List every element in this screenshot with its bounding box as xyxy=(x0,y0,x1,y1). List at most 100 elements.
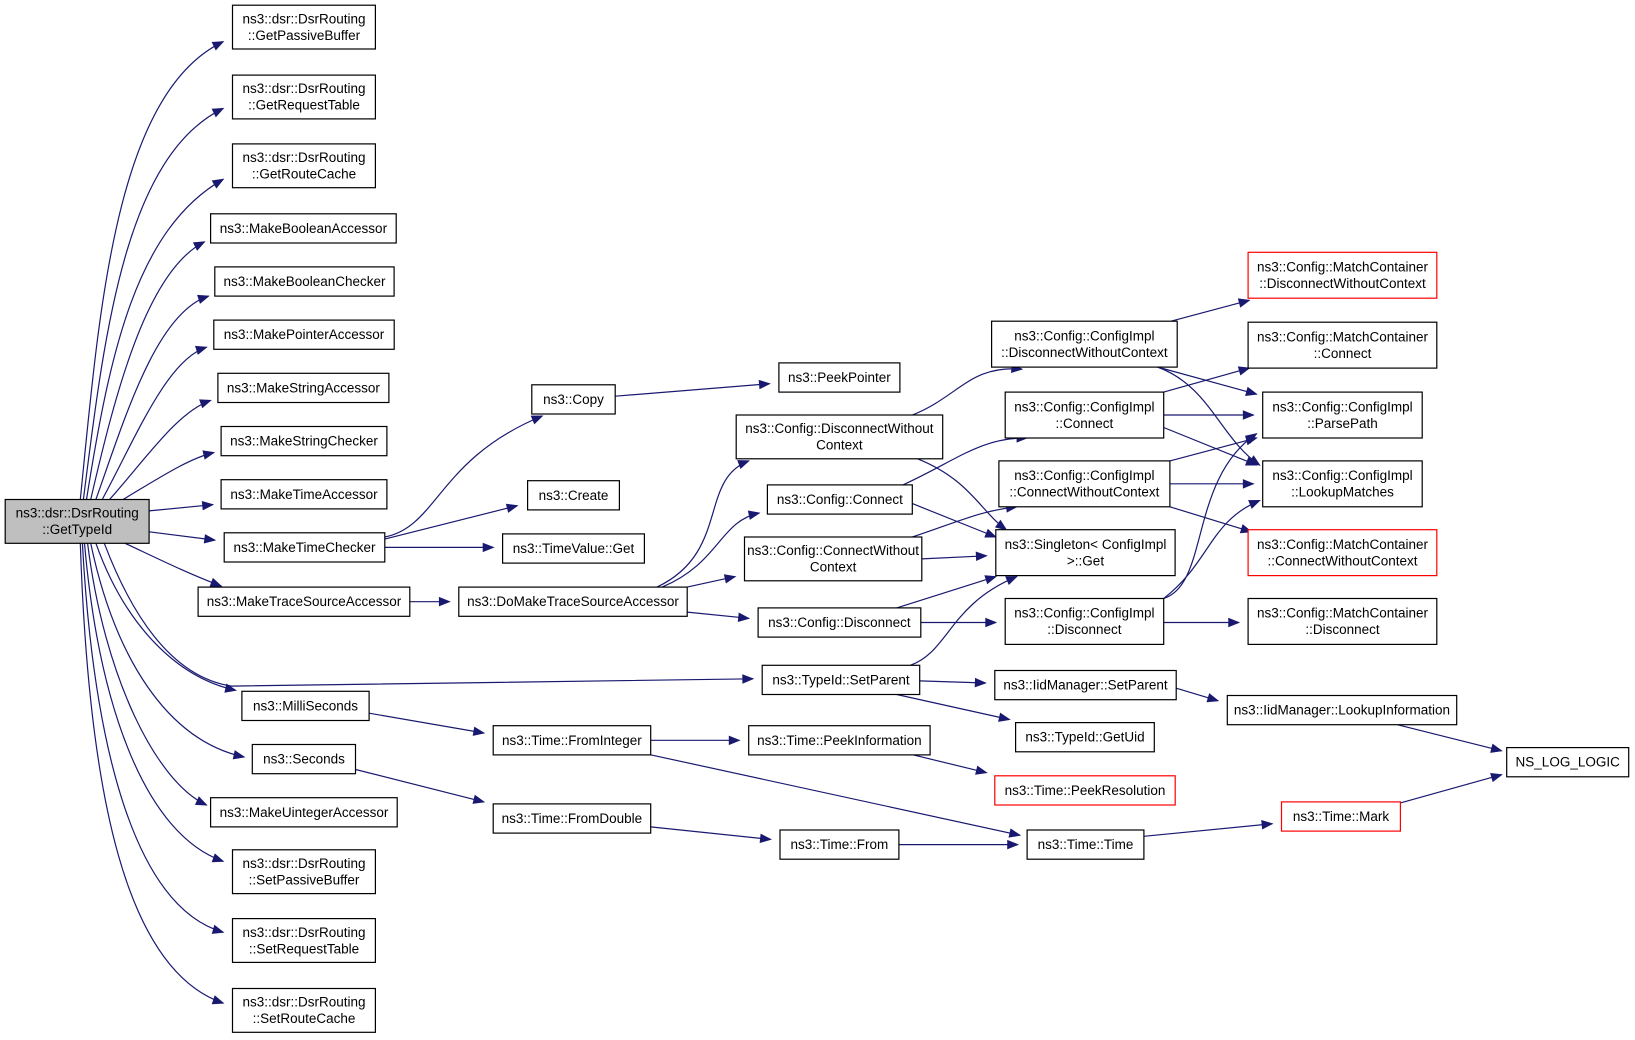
node-label: ns3::dsr::DsrRouting xyxy=(242,995,365,1010)
node-make-boolean-checker[interactable]: ns3::MakeBooleanChecker xyxy=(214,266,395,297)
arrowhead-tm-nslog xyxy=(1490,772,1503,783)
node-time-time[interactable]: ns3::Time::Time xyxy=(1026,829,1145,860)
node-type-id-set-parent[interactable]: ns3::TypeId::SetParent xyxy=(761,664,921,696)
node-set-request-table[interactable]: ns3::dsr::DsrRouting::SetRequestTable xyxy=(231,917,376,963)
node-impl-connect[interactable]: ns3::Config::ConfigImpl::Connect xyxy=(1004,391,1165,439)
node-make-time-accessor[interactable]: ns3::MakeTimeAccessor xyxy=(220,479,388,510)
node-label: ns3::IidManager::LookupInformation xyxy=(1234,703,1450,718)
node-get-passive-buffer[interactable]: ns3::dsr::DsrRouting::GetPassiveBuffer xyxy=(231,4,376,50)
node-time-mark[interactable]: ns3::Time::Mark xyxy=(1280,801,1402,832)
edge-cc-singleton xyxy=(912,503,997,538)
node-type-id-get-uid[interactable]: ns3::TypeId::GetUid xyxy=(1014,721,1155,753)
node-box xyxy=(210,213,397,244)
arrowhead-lookupInfo-nslog xyxy=(1490,743,1503,753)
arrowhead-iid-lookupInfo xyxy=(1206,693,1220,703)
arrowhead-root-setPassiveBuffer xyxy=(211,853,225,863)
node-copy[interactable]: ns3::Copy xyxy=(531,384,616,415)
node-time-from-double[interactable]: ns3::Time::FromDouble xyxy=(492,803,652,834)
node-iid-set-parent[interactable]: ns3::IidManager::SetParent xyxy=(994,669,1177,701)
node-box xyxy=(1247,251,1438,299)
arrowhead-fd-timeFrom xyxy=(759,833,772,844)
node-box xyxy=(251,743,357,775)
node-time-peek-information[interactable]: ns3::Time::PeekInformation xyxy=(748,725,931,756)
node-impl-connect-without-context[interactable]: ns3::Config::ConfigImpl::ConnectWithoutC… xyxy=(998,460,1171,508)
node-label: ns3::Time::From xyxy=(791,837,889,852)
node-label: ::DisconnectWithoutContext xyxy=(1259,276,1426,291)
node-box xyxy=(990,320,1178,368)
node-mc-connect[interactable]: ns3::Config::MatchContainer::Connect xyxy=(1247,321,1438,369)
arrowhead-idwc-parsePath xyxy=(1245,386,1258,396)
node-get-route-cache[interactable]: ns3::dsr::DsrRouting::GetRouteCache xyxy=(231,143,376,189)
edge-root-makeTimeChecker xyxy=(149,531,215,541)
node-label: ns3::IidManager::SetParent xyxy=(1003,678,1168,693)
node-mc-disconnect-without-context[interactable]: ns3::Config::MatchContainer::DisconnectW… xyxy=(1247,251,1438,299)
arrowhead-cd-implDisconnect xyxy=(985,617,998,628)
edge-mtc-copy xyxy=(384,415,543,538)
node-label: ns3::Create xyxy=(539,488,609,503)
arrowhead-root-makeStringChecker xyxy=(202,450,216,460)
edge-root-setRouteCache xyxy=(79,543,224,1004)
node-peek-pointer[interactable]: ns3::PeekPointer xyxy=(778,362,901,393)
node-iid-lookup-information[interactable]: ns3::IidManager::LookupInformation xyxy=(1226,694,1458,726)
node-create[interactable]: ns3::Create xyxy=(526,480,620,511)
node-time-peek-resolution[interactable]: ns3::Time::PeekResolution xyxy=(994,775,1176,806)
node-config-disconnect[interactable]: ns3::Config::Disconnect xyxy=(757,607,922,638)
node-mc-connect-without-context[interactable]: ns3::Config::MatchContainer::ConnectWith… xyxy=(1247,529,1438,577)
node-config-disconnect-without-context[interactable]: ns3::Config::DisconnectWithoutContext xyxy=(735,414,944,460)
node-box xyxy=(231,143,376,189)
edge-root-makePointerAccessor xyxy=(101,346,207,500)
arrowhead-id-lookup xyxy=(1248,499,1261,509)
node-seconds[interactable]: ns3::Seconds xyxy=(251,743,357,775)
node-mc-disconnect[interactable]: ns3::Config::MatchContainer::Disconnect xyxy=(1247,597,1438,646)
node-make-pointer-accessor[interactable]: ns3::MakePointerAccessor xyxy=(213,319,395,350)
node-set-passive-buffer[interactable]: ns3::dsr::DsrRouting::SetPassiveBuffer xyxy=(231,849,376,895)
node-impl-disconnect[interactable]: ns3::Config::ConfigImpl::Disconnect xyxy=(1004,597,1165,646)
node-time-from[interactable]: ns3::Time::From xyxy=(779,829,900,860)
arrowhead-root-setRequestTable xyxy=(211,924,225,934)
node-make-string-checker[interactable]: ns3::MakeStringChecker xyxy=(220,425,388,457)
node-time-from-integer[interactable]: ns3::Time::FromInteger xyxy=(492,725,652,756)
node-set-route-cache[interactable]: ns3::dsr::DsrRouting::SetRouteCache xyxy=(231,987,376,1033)
node-label: ns3::MakeBooleanChecker xyxy=(223,274,386,289)
node-ns-log-logic[interactable]: NS_LOG_LOGIC xyxy=(1506,746,1630,778)
node-label: ns3::Config::MatchContainer xyxy=(1257,606,1429,621)
node-label: ::Connect xyxy=(1056,416,1114,431)
node-make-string-accessor[interactable]: ns3::MakeStringAccessor xyxy=(217,372,390,404)
node-label: ::ParsePath xyxy=(1307,416,1378,431)
node-config-connect-without-context[interactable]: ns3::Config::ConnectWithoutContext xyxy=(743,536,923,582)
node-label: ns3::Config::MatchContainer xyxy=(1257,329,1429,344)
node-box xyxy=(231,4,376,50)
node-box xyxy=(214,266,395,297)
node-config-connect[interactable]: ns3::Config::Connect xyxy=(766,484,913,515)
node-time-value-get[interactable]: ns3::TimeValue::Get xyxy=(502,533,646,564)
node-make-uinteger-accessor[interactable]: ns3::MakeUintegerAccessor xyxy=(210,797,398,828)
node-make-time-checker[interactable]: ns3::MakeTimeChecker xyxy=(223,532,386,563)
node-box xyxy=(220,425,388,457)
node-root[interactable]: ns3::dsr::DsrRouting::GetTypeId xyxy=(4,498,150,544)
node-make-boolean-accessor[interactable]: ns3::MakeBooleanAccessor xyxy=(210,213,397,244)
node-label: ns3::dsr::DsrRouting xyxy=(242,925,365,940)
node-make-trace-source-accessor[interactable]: ns3::MakeTraceSourceAccessor xyxy=(197,586,411,617)
node-do-make-trace-source-accessor[interactable]: ns3::DoMakeTraceSourceAccessor xyxy=(458,586,688,617)
node-box xyxy=(735,414,944,460)
node-label: ::SetRouteCache xyxy=(253,1011,356,1026)
node-impl-lookup-matches[interactable]: ns3::Config::ConfigImpl::LookupMatches xyxy=(1262,460,1423,508)
edge-ms-fromInteger xyxy=(368,712,484,734)
node-label: ns3::Singleton< ConfigImpl xyxy=(1005,537,1167,552)
node-impl-parse-path[interactable]: ns3::Config::ConfigImpl::ParsePath xyxy=(1262,391,1423,439)
node-box xyxy=(197,586,411,617)
node-label: ::Disconnect xyxy=(1047,622,1122,637)
arrowhead-icwc-lookup xyxy=(1242,479,1255,489)
node-label: ::Connect xyxy=(1314,346,1372,361)
node-box xyxy=(1247,529,1438,577)
node-box xyxy=(223,532,386,563)
arrowhead-root-makeStringAccessor xyxy=(199,399,212,409)
node-impl-disconnect-without-context[interactable]: ns3::Config::ConfigImpl::DisconnectWitho… xyxy=(990,320,1178,368)
node-get-request-table[interactable]: ns3::dsr::DsrRouting::GetRequestTable xyxy=(231,74,376,120)
node-box xyxy=(778,362,901,393)
node-milli-seconds[interactable]: ns3::MilliSeconds xyxy=(241,690,370,722)
node-singleton-get[interactable]: ns3::Singleton< ConfigImpl >::Get xyxy=(995,529,1176,577)
arrowhead-cd-singleton xyxy=(984,575,998,585)
arrowhead-pi-peekRes xyxy=(975,765,988,775)
node-box xyxy=(994,669,1177,701)
